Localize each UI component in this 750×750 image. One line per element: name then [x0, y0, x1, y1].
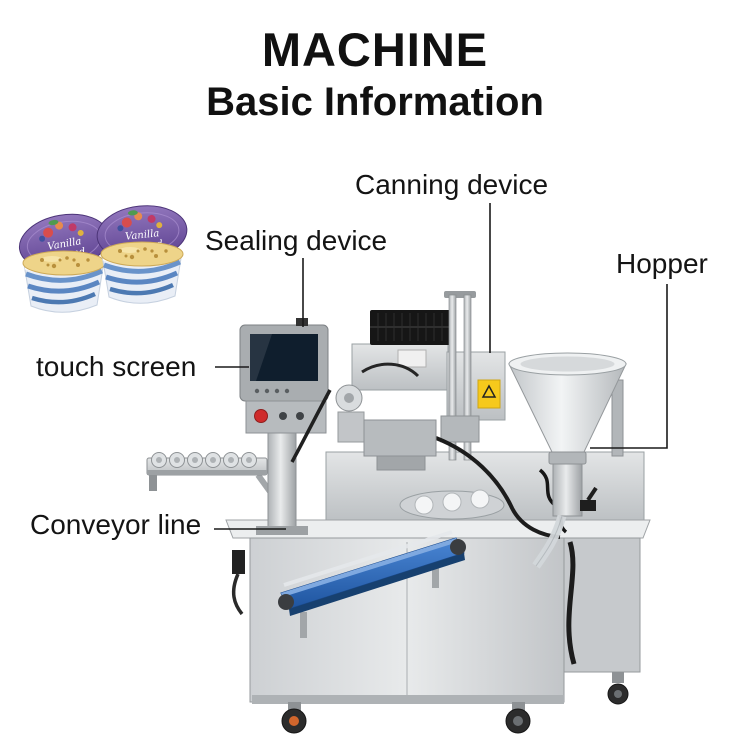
page-title: MACHINE — [261, 23, 489, 76]
electrical-junction-box — [232, 550, 245, 574]
machine-right-cabinet — [563, 537, 641, 673]
cup-topping — [22, 250, 106, 276]
callout-lines — [214, 203, 668, 530]
cup-pucks — [151, 452, 257, 468]
casters — [281, 672, 629, 734]
conveyor-belt-part — [278, 530, 466, 638]
label-conveyor-line: Conveyor line — [30, 509, 202, 540]
cup-topping — [100, 241, 184, 267]
sealing-head — [363, 419, 437, 457]
product-cup-right: Vanilla Almond — [96, 205, 188, 304]
hopper-cylinder — [552, 463, 583, 517]
callout-line-hopper — [590, 284, 668, 449]
product-cups: Vanilla Almond — [18, 205, 188, 313]
machine-photo — [146, 291, 651, 734]
hopper-funnel — [508, 363, 627, 453]
sealing-device-part — [290, 362, 561, 539]
hopper-valve — [580, 500, 596, 511]
cup-flavor-text: Vanilla — [125, 228, 160, 243]
page-subtitle: Basic Information — [206, 80, 544, 124]
hopper-part — [508, 352, 627, 569]
label-touch-screen: touch screen — [36, 351, 197, 382]
canning-device-part — [440, 291, 480, 461]
warning-sticker — [477, 379, 501, 409]
drain-hose — [566, 541, 577, 665]
product-cup-left: Vanilla Almond — [18, 213, 110, 313]
label-hopper: Hopper — [616, 248, 708, 279]
emergency-stop-button — [254, 409, 268, 423]
label-canning-device: Canning device — [355, 169, 549, 200]
touch-screen-display — [250, 334, 318, 381]
label-sealing-device: Sealing device — [205, 225, 388, 256]
cup-holders — [399, 489, 505, 520]
fruit-art — [43, 227, 54, 238]
infeed-conveyor-arm — [146, 452, 295, 524]
touch-screen-unit — [239, 318, 329, 535]
